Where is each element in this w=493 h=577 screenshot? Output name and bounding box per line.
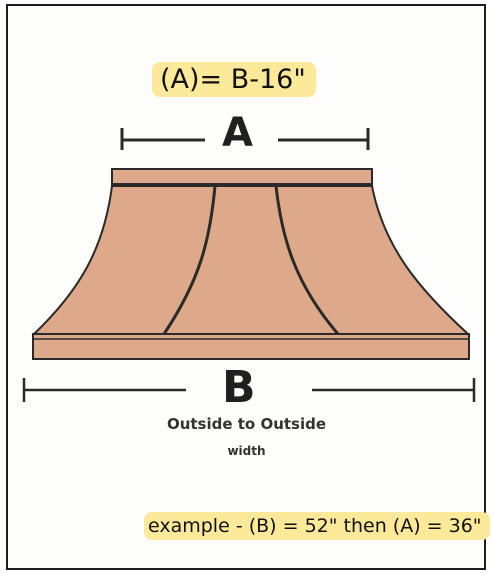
hood-top-band <box>111 168 373 186</box>
formula-label: (A)= B-16" <box>152 62 316 97</box>
dimension-a-line <box>120 128 370 150</box>
dimension-b-label: B <box>222 362 256 413</box>
dimension-a-label: A <box>222 110 253 156</box>
caption-width: width <box>227 444 266 458</box>
example-label: example - (B) = 52" then (A) = 36" <box>144 512 490 540</box>
caption-outside-to-outside: Outside to Outside <box>166 415 327 433</box>
dimension-b-line <box>22 378 476 402</box>
hood-seam-left <box>162 185 217 335</box>
hood-bottom-band <box>32 333 470 360</box>
hood-seam-right <box>274 185 340 335</box>
hood-body <box>31 185 471 335</box>
